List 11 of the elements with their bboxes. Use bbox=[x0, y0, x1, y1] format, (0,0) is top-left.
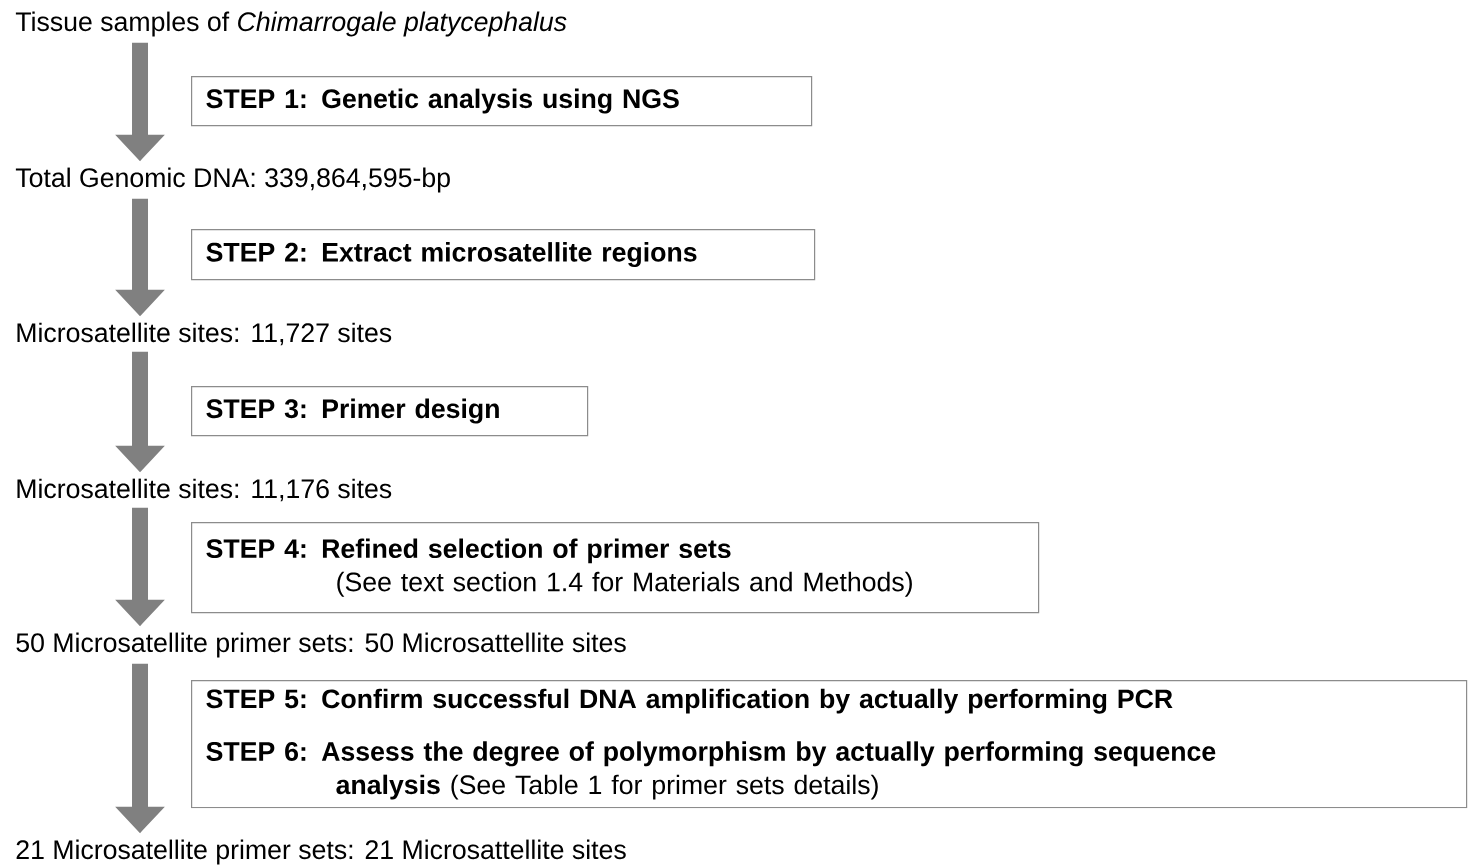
stage-label: 50 Microsatellite primer sets: 50 Microsattellite sites bbox=[16, 632, 626, 658]
step-box: STEP 2: Extract microsatellite regions bbox=[191, 229, 816, 281]
step-box: STEP 1: Genetic analysis using NGS bbox=[191, 76, 813, 127]
step-box: STEP 4: Refined selection of primer sets (See text section 1.4 for Materials and Methods) bbox=[191, 522, 1040, 614]
stage-label: Microsatellite sites: 11,727 sites bbox=[17, 322, 392, 346]
step-box: STEP 3: Primer design bbox=[191, 386, 589, 437]
stage-label: 21 Microsatellite primer sets: 21 Microsattellite sites bbox=[16, 839, 626, 865]
stage-label: Tissue samples of Chimarrogale platycephalus bbox=[15, 11, 567, 37]
stage-label: Total Genomic DNA: 339,864,595-bp bbox=[15, 167, 450, 193]
step-box: STEP 5: Confirm successful DNA amplification by actually performing PCR STEP 6: Assess the degree of polymorphism by actually performing sequence analysis (See Table 1 for primer sets details) bbox=[191, 680, 1468, 809]
stage-label: Microsatellite sites: 11,176 sites bbox=[17, 478, 392, 502]
